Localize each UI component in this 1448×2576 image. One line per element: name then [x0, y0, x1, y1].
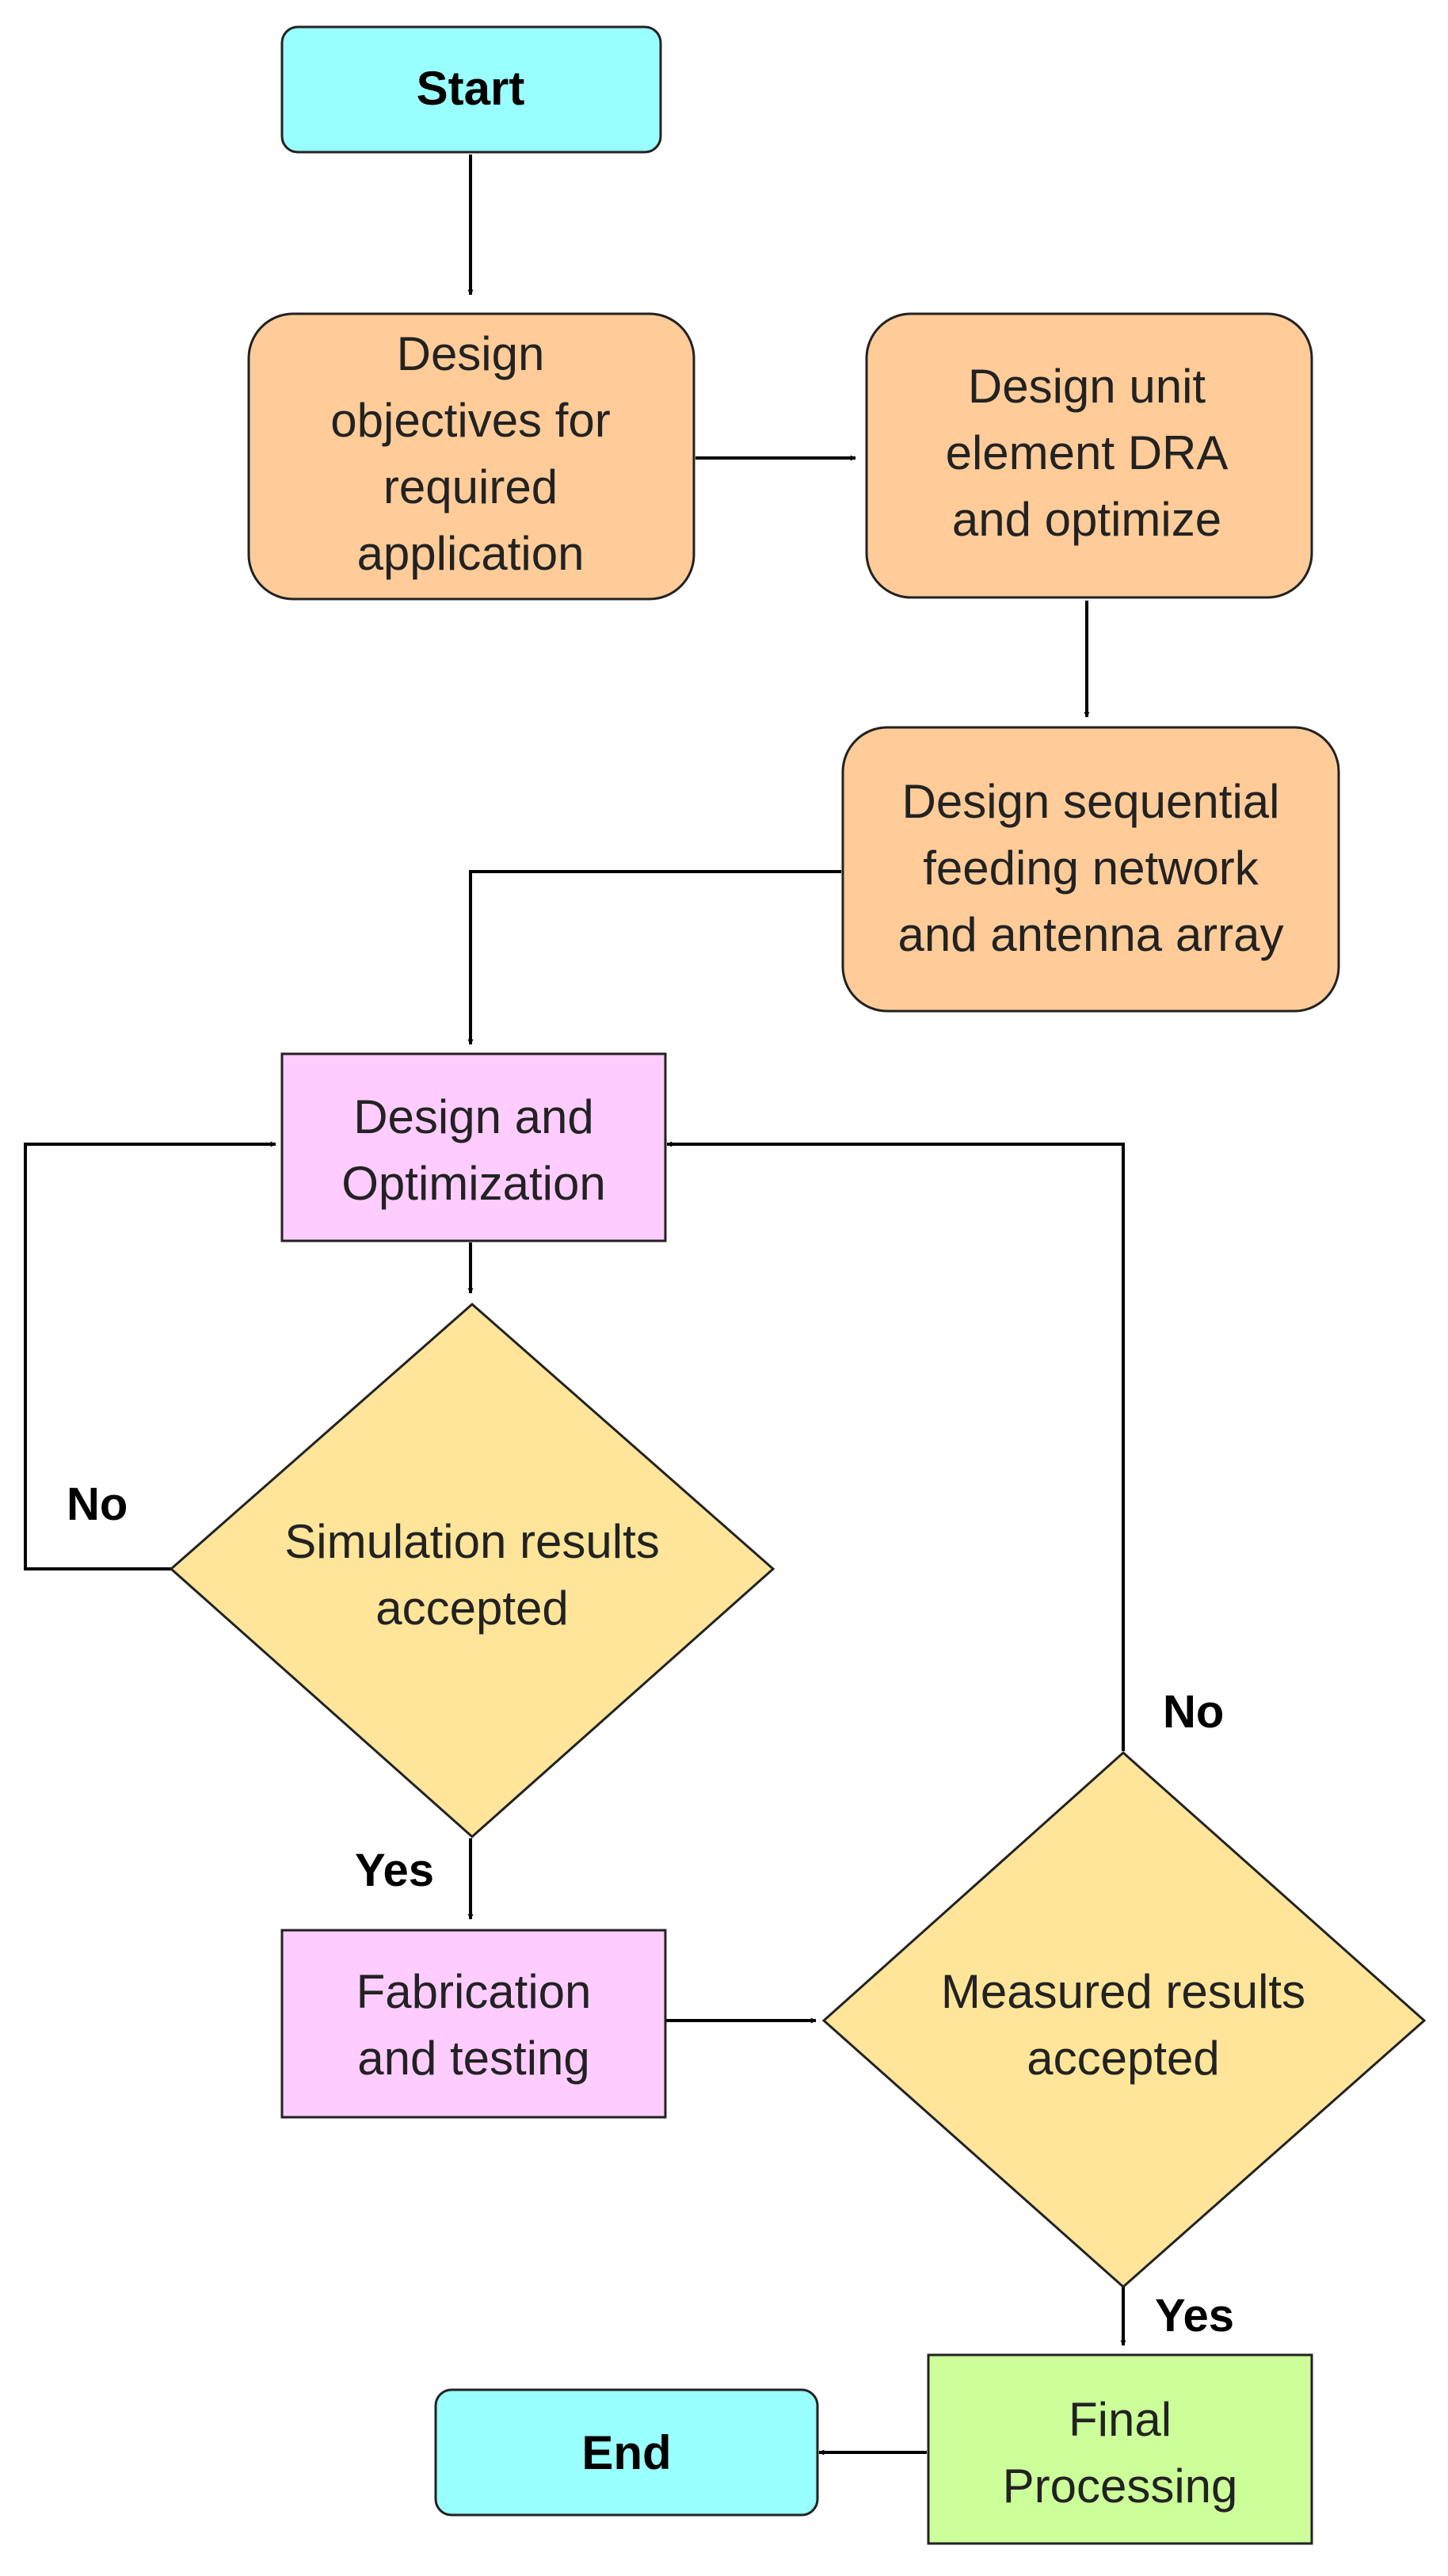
objectives-process-shape — [247, 312, 695, 601]
node-measured-check: Measured results accepted — [821, 1750, 1427, 2289]
measured-check-label-line-2: accepted — [1027, 2032, 1220, 2085]
end-terminal-shape — [434, 2388, 819, 2517]
unit-element-process-shape — [865, 312, 1313, 599]
measured-check-label-line-1: Measured results — [941, 1965, 1305, 2018]
edge-label-measured-no: No — [1163, 1686, 1224, 1738]
feeding-network-label-line-3: and antenna array — [897, 908, 1283, 961]
objectives-label-line-4: application — [357, 527, 585, 580]
end-label: End — [581, 2426, 671, 2479]
start-terminal-shape — [280, 25, 662, 154]
edge-label-simulation-no: No — [67, 1479, 128, 1530]
edge-label-simulation-yes: Yes — [355, 1845, 434, 1896]
nodes-layer: Start Design objectives for required app… — [169, 25, 1427, 2545]
feeding-network-label-line-1: Design sequential — [902, 775, 1280, 828]
node-objectives: Design objectives for required applicati… — [247, 312, 695, 601]
design-optimization-label-line-1: Design and — [353, 1090, 594, 1143]
node-unit-element: Design unit element DRA and optimize — [865, 312, 1313, 599]
edge-measured-check-no — [666, 1141, 1125, 1751]
edge-simulation-check-no — [24, 1141, 276, 1570]
unit-element-label-line-2: element DRA — [946, 426, 1229, 479]
node-fabrication: Fabrication and testing — [280, 1929, 667, 2119]
simulation-check-decision-shape — [169, 1303, 775, 1839]
objectives-label-line-1: Design — [397, 327, 545, 380]
node-feeding-network: Design sequential feeding network and an… — [841, 726, 1340, 1013]
edges-layer — [24, 155, 1126, 2456]
design-optimization-process-shape — [280, 1052, 667, 1242]
fabrication-process-shape — [280, 1929, 667, 2119]
node-end: End — [434, 2388, 819, 2517]
final-processing-label-line-2: Processing — [1003, 2460, 1238, 2513]
objectives-label-line-2: objectives for — [330, 394, 611, 447]
design-optimization-label-line-2: Optimization — [341, 1157, 605, 1210]
fabrication-label-line-2: and testing — [357, 2032, 590, 2085]
simulation-check-label-line-1: Simulation results — [284, 1515, 660, 1568]
node-design-optimization: Design and Optimization — [280, 1052, 667, 1242]
final-processing-process-shape — [927, 2353, 1313, 2545]
simulation-check-label-line-2: accepted — [375, 1582, 569, 1635]
node-final-processing: Final Processing — [927, 2353, 1313, 2545]
final-processing-label-line-1: Final — [1069, 2393, 1172, 2446]
start-label: Start — [417, 62, 525, 115]
objectives-label-line-3: required — [383, 460, 558, 513]
edge-label-measured-yes: Yes — [1155, 2290, 1234, 2341]
fabrication-label-line-1: Fabrication — [356, 1965, 592, 2018]
unit-element-label-line-3: and optimize — [952, 493, 1221, 546]
edge-labels-layer: No Yes No Yes — [67, 1479, 1234, 2341]
measured-check-decision-shape — [821, 1750, 1427, 2289]
feeding-network-process-shape — [841, 726, 1340, 1013]
edge-feeding-network-to-design-optimization — [467, 870, 841, 1045]
node-start: Start — [280, 25, 662, 154]
unit-element-label-line-1: Design unit — [968, 360, 1206, 413]
feeding-network-label-line-2: feeding network — [923, 841, 1259, 895]
node-simulation-check: Simulation results accepted — [169, 1303, 775, 1839]
